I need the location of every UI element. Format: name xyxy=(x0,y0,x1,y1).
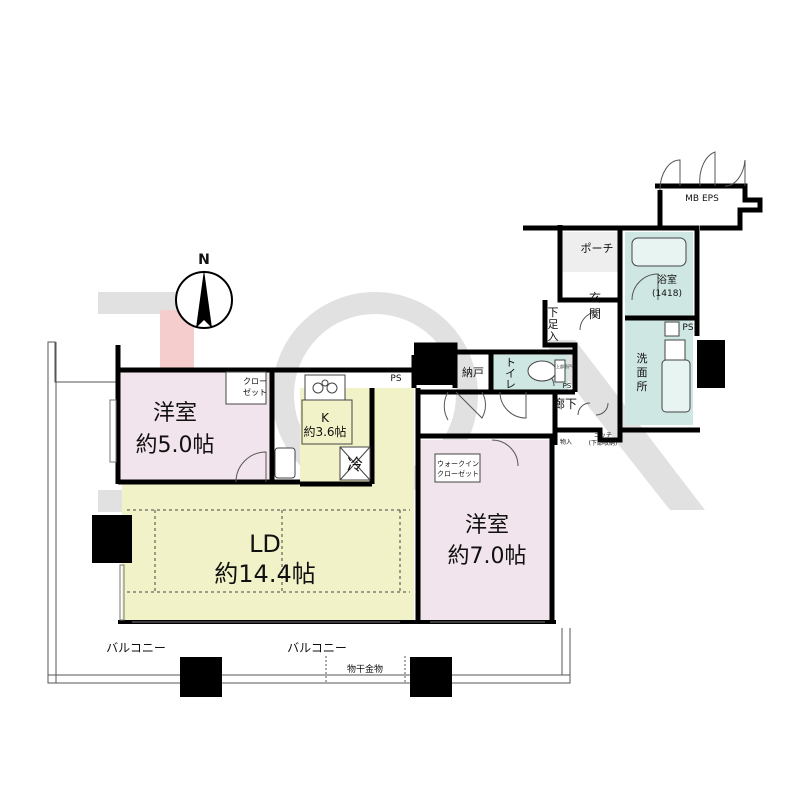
porch-fill xyxy=(560,232,620,272)
walkin-label-1: ウォークイン xyxy=(437,460,479,468)
entrance-label-2: 関 xyxy=(589,307,601,321)
kitchen-size: 約3.6帖 xyxy=(303,424,346,439)
porch-label: ポーチ xyxy=(581,242,614,255)
washroom-label-2: 面 xyxy=(637,366,648,379)
closet-west-label-1: クロー xyxy=(243,377,267,386)
walls xyxy=(115,183,763,624)
walkin-label-2: クローゼット xyxy=(437,469,479,478)
bath-size: (1418) xyxy=(652,289,682,299)
kitchen-counter xyxy=(301,399,353,445)
washroom-label-3: 所 xyxy=(637,380,648,393)
washroom-label-1: 洗 xyxy=(637,352,648,365)
shoe-box-label-3: 入 xyxy=(548,330,559,343)
ld-size: 約14.4帖 xyxy=(214,560,315,588)
windows xyxy=(109,399,545,623)
bath-name: 浴室 xyxy=(657,273,677,286)
storage-label: 納戸 xyxy=(462,366,484,379)
fixtures xyxy=(127,237,691,593)
wash-basin xyxy=(661,359,691,413)
balcony-right-label: バルコニー xyxy=(287,641,347,655)
shoe-storage-label: 物入 xyxy=(560,438,572,446)
toilet-label: トイレ xyxy=(504,357,517,390)
fridge-label: 冷 xyxy=(347,455,363,474)
shoe-box-label-1: 下 xyxy=(548,306,559,319)
columns xyxy=(92,340,725,697)
niche-label-2: (下部収納) xyxy=(589,439,618,447)
drying-rack-label: 物干金物 xyxy=(347,663,383,675)
bedroom-east-name: 洋室 xyxy=(465,513,509,538)
balcony-area xyxy=(47,341,571,684)
corridor-label: 廊下 xyxy=(553,396,577,411)
stove xyxy=(304,374,346,401)
bathtub xyxy=(631,237,687,267)
niche-label-1: ニッチ xyxy=(594,432,612,439)
balcony-left-label: バルコニー xyxy=(106,641,166,655)
shoe-box-label-2: 足 xyxy=(548,318,559,331)
toilet-bowl xyxy=(527,360,557,382)
ld-fill xyxy=(118,388,414,620)
toilet-shelf-label: 上部吊戸棚 xyxy=(556,363,576,369)
kitchen-name: K xyxy=(321,411,330,425)
ps-wash-label: PS xyxy=(682,323,693,333)
labels: 洋室 約5.0帖 クロー ゼット K 約3.6帖 冷 PS LD 約14.4帖 … xyxy=(106,194,719,675)
ld-name: LD xyxy=(249,530,281,558)
closet-west-shelf xyxy=(225,371,267,405)
sink xyxy=(274,447,296,479)
compass: N xyxy=(175,252,233,329)
entrance-label-1: 玄 xyxy=(589,290,601,305)
compass-north-label: N xyxy=(198,252,210,268)
bedroom-west-size: 約5.0帖 xyxy=(136,433,215,458)
closet-west-label-2: ゼット xyxy=(243,387,267,397)
ps-toilet-label: PS xyxy=(563,382,572,390)
bedroom-east-size: 約7.0帖 xyxy=(448,544,527,569)
mb-eps-label: MB EPS xyxy=(685,194,719,204)
bedroom-east-fill xyxy=(420,440,552,622)
ps-kitchen-label: PS xyxy=(390,374,401,384)
bedroom-west-name: 洋室 xyxy=(153,401,197,426)
